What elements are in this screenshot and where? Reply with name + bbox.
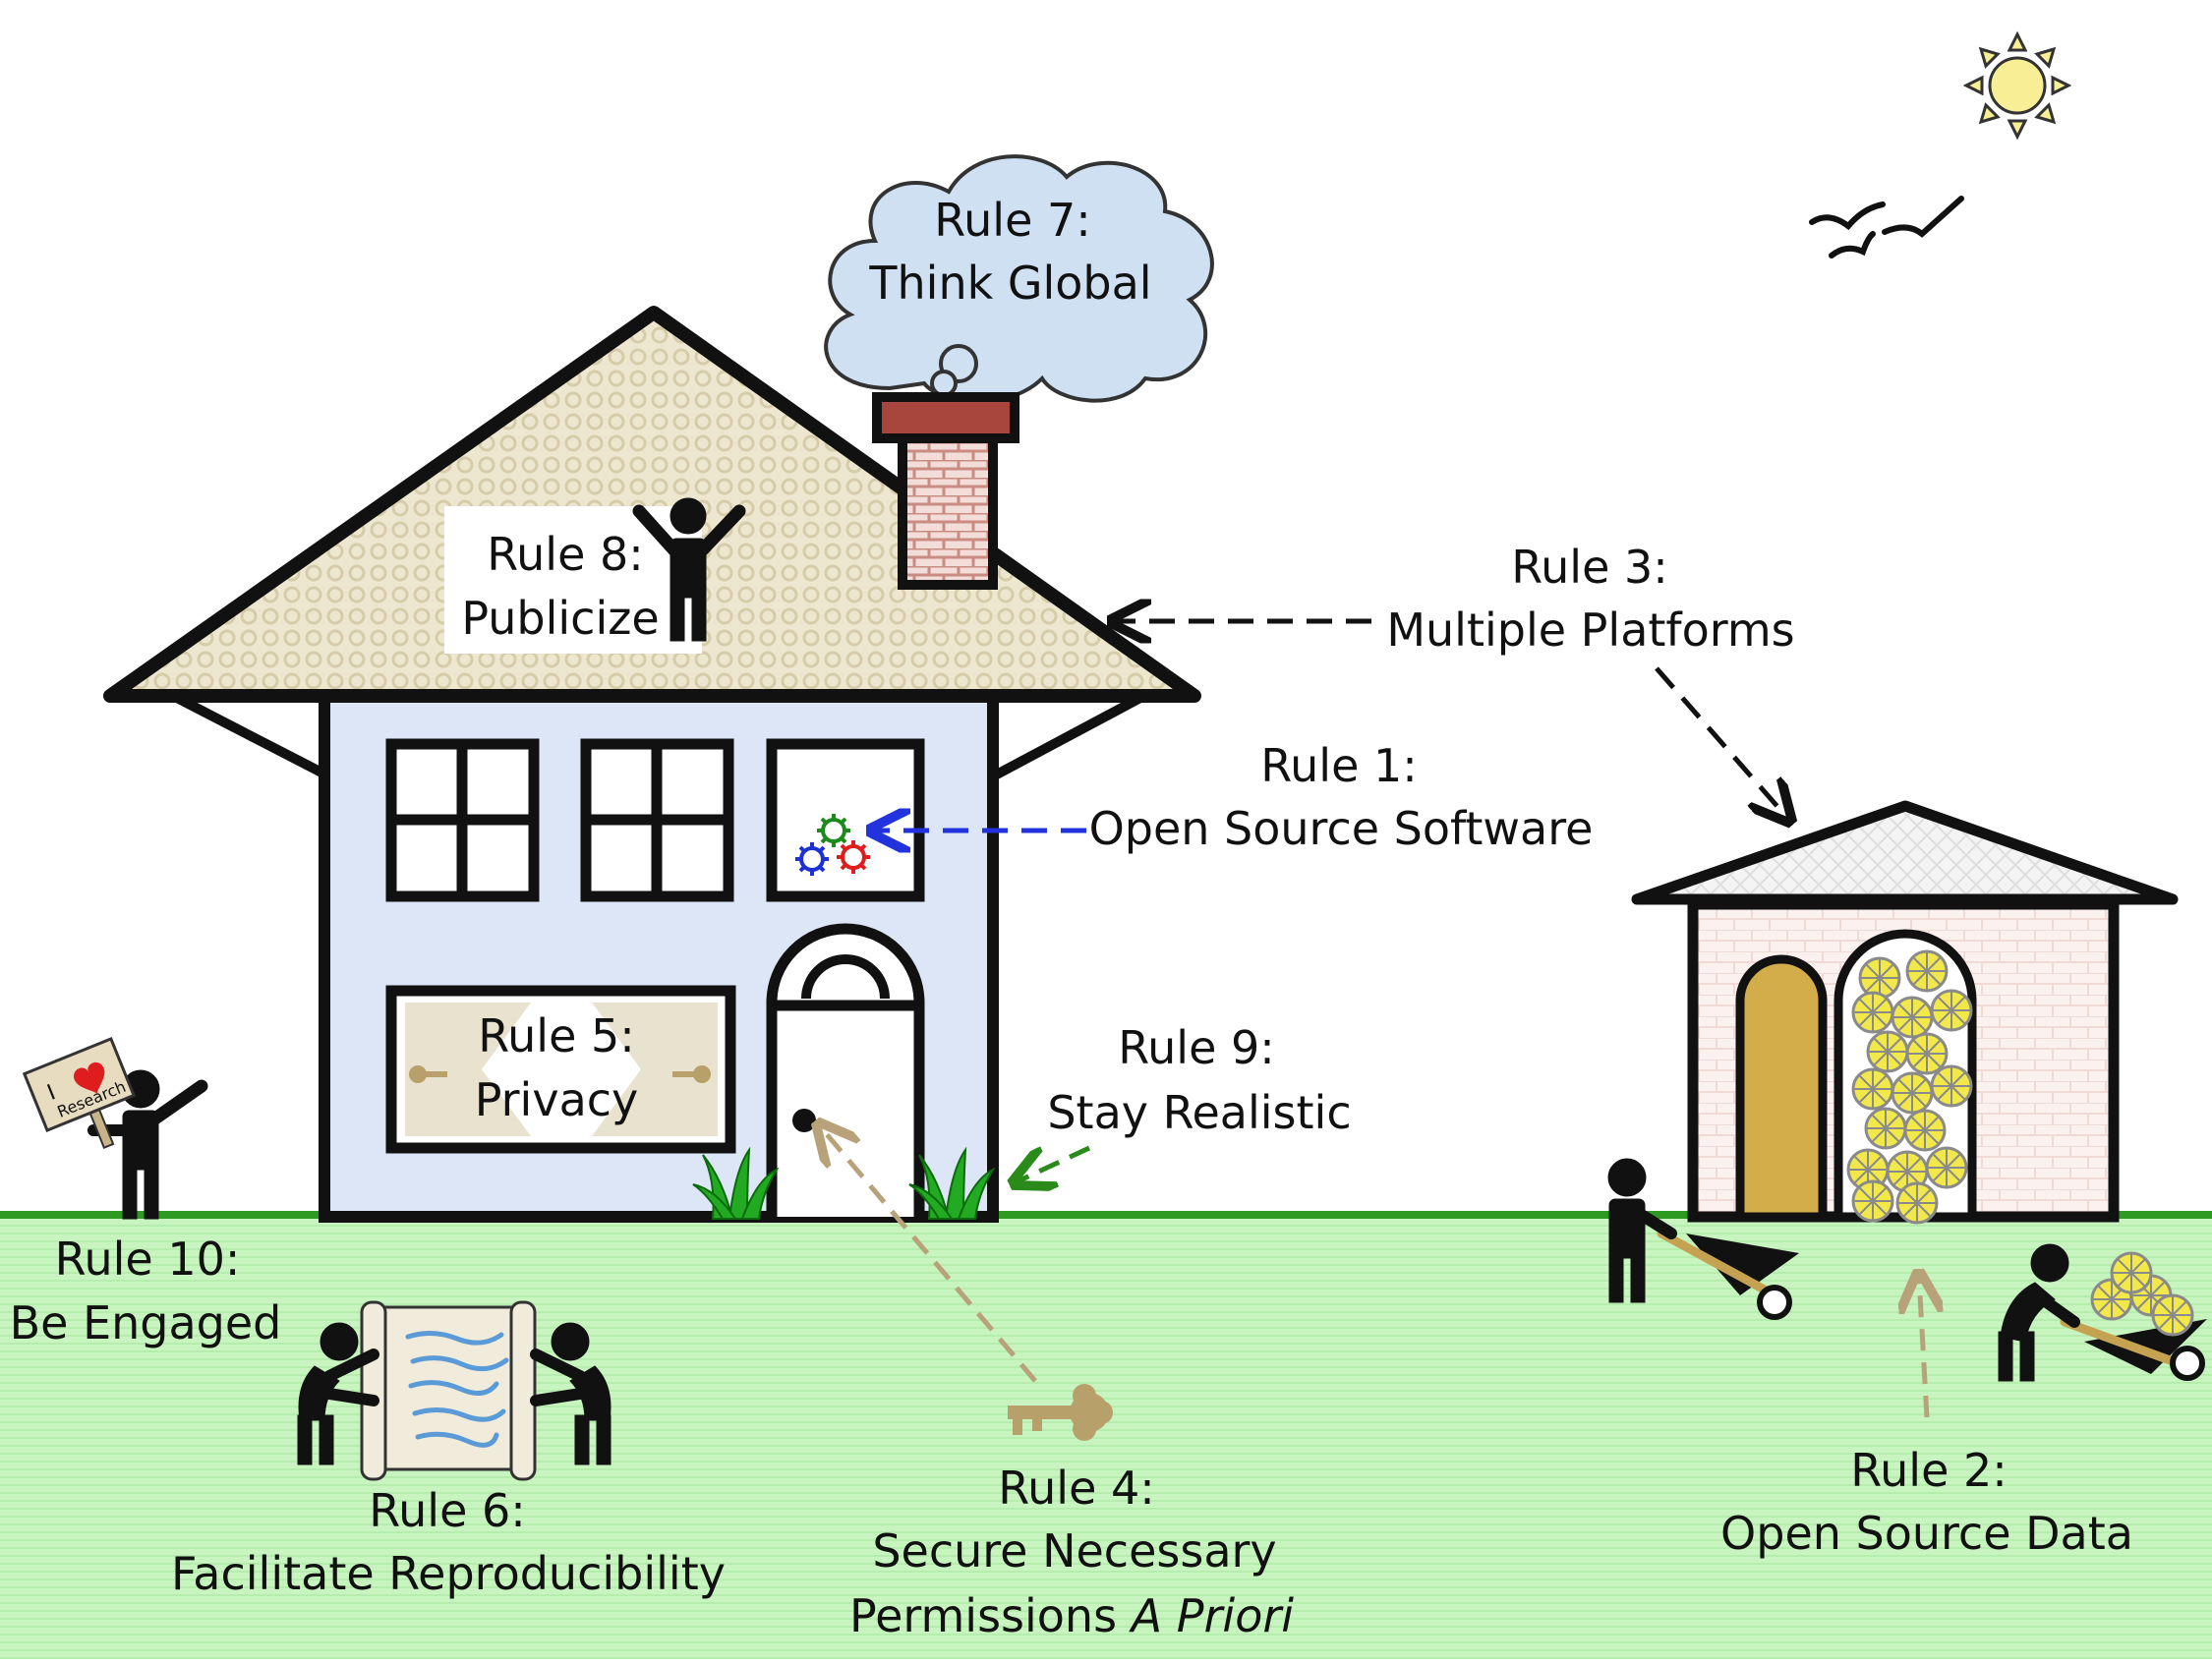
rule8-text: Publicize <box>461 592 659 645</box>
grass-icon <box>908 1146 996 1220</box>
person-icon <box>1998 1243 2080 1382</box>
rule5-title: Rule 5: <box>478 1009 635 1062</box>
person-icon <box>87 1069 208 1220</box>
rule5-text: Privacy <box>475 1073 639 1126</box>
rule4-arrow <box>821 1127 1037 1383</box>
rule1-title: Rule 1: <box>1260 739 1418 792</box>
rule2-title: Rule 2: <box>1850 1444 2008 1497</box>
rule10-title: Rule 10: <box>55 1233 241 1286</box>
rule9-title: Rule 9: <box>1118 1021 1275 1074</box>
key-icon <box>1008 1384 1113 1441</box>
chimney <box>898 428 998 590</box>
birds-icon <box>1809 196 1964 258</box>
rule3-title: Rule 3: <box>1511 541 1668 594</box>
grass-icon <box>692 1146 780 1220</box>
person-icon <box>530 1322 611 1465</box>
rule9-arrow <box>1018 1145 1091 1181</box>
rule4-text-line3: Permissions A Priori <box>849 1589 1294 1642</box>
sun-icon <box>1962 30 2072 141</box>
wheelbarrow-icon <box>1657 1229 1799 1320</box>
privacy-window <box>385 985 736 1154</box>
data-shed <box>1631 800 2179 1225</box>
rule7-text: Think Global <box>868 257 1151 310</box>
rule3-text: Multiple Platforms <box>1386 603 1794 657</box>
rule2-text: Open Source Data <box>1720 1507 2133 1560</box>
rule4-title: Rule 4: <box>998 1462 1155 1515</box>
scroll-icon <box>360 1300 537 1481</box>
rule1-text: Open Source Software <box>1089 802 1594 855</box>
rule2-arrow <box>1919 1278 1927 1418</box>
person-icon <box>632 497 746 642</box>
window-gears <box>766 738 925 902</box>
shed-door <box>1735 954 1828 1222</box>
person-icon <box>1607 1158 1677 1303</box>
rule4-text: Secure Necessary <box>872 1524 1276 1578</box>
protest-sign: I Research <box>22 1036 137 1149</box>
rule6-title: Rule 6: <box>369 1484 526 1537</box>
rule7-title: Rule 7: <box>934 194 1091 247</box>
rule3-arrow-shed <box>1655 666 1787 818</box>
gear-icon <box>795 814 870 876</box>
front-door <box>766 923 925 1217</box>
rule10-text: Be Engaged <box>10 1296 282 1349</box>
window <box>580 738 734 902</box>
door-knob <box>792 1109 816 1132</box>
heart-icon <box>74 1062 105 1095</box>
rule4-a-priori: A Priori <box>1129 1589 1295 1642</box>
window <box>385 738 540 902</box>
person-icon <box>297 1322 379 1465</box>
wheelbarrow-icon <box>2060 1251 2207 1381</box>
rule6-text: Facilitate Reproducibility <box>171 1547 726 1600</box>
rule4-permissions: Permissions <box>849 1589 1132 1642</box>
chimney-cap <box>872 392 1019 443</box>
rule8-title: Rule 8: <box>487 528 644 581</box>
rule9-text: Stay Realistic <box>1047 1086 1351 1139</box>
